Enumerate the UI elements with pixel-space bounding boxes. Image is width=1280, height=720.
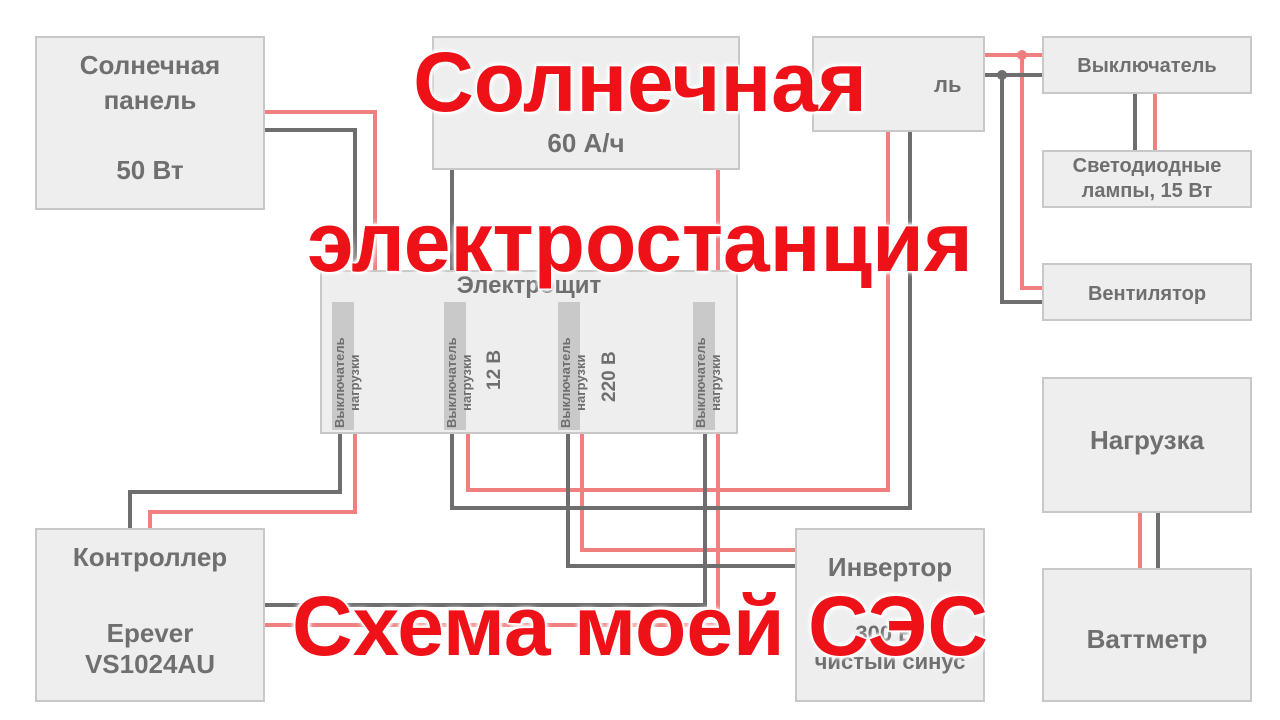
load-block: Нагрузка [1042,377,1252,513]
panel-switch-2-label: Выключатель нагрузки [444,337,474,428]
fuse-label: ль [934,72,962,97]
wire-12v-out-positive [466,130,890,492]
switch-block: Выключатель [1042,36,1252,94]
wire-inverter-positive [580,432,795,552]
inverter-title: Инвертор [827,552,953,582]
panel-switch-3-label: Выключатель нагрузки [558,337,588,428]
load-label: Нагрузка [1089,425,1205,455]
fuse-block: ль [812,36,985,132]
panel-switch-1 [332,302,354,430]
overlay-title-line-2: электростанция [306,195,975,289]
solar-panel-block: Солнечная панель 50 Вт [35,36,265,210]
panel-switch-4-label: Выключатель нагрузки [693,337,723,428]
panel-switch-4 [693,302,715,430]
wire-12v-out-negative [450,130,912,510]
wire-controller-battery-positive [236,432,720,627]
panel-switch-2 [444,302,466,430]
wire-bus-negative [1000,75,1042,304]
wire-controller-positive [148,432,357,530]
junction-negative [997,70,1007,80]
overlay-title-line-1: Солнечная [412,35,869,129]
battery-block: 60 А/ч [432,36,740,170]
junction-dots [997,50,1027,80]
electrical-panel-block: Электрощит Выключатель нагрузки Выключат… [320,270,738,434]
wire-controller-battery-negative [236,432,707,607]
solar-panel-label: Солнечная панель 50 Вт [79,50,221,186]
inverter-block: Инвертор 300 Вт чистый синус [795,528,985,702]
wire-inverter-negative [566,432,795,568]
fan-label: Вентилятор [1087,283,1207,305]
panel-switch-2-voltage: 12 В [484,349,505,390]
led-lamps-label: Светодиодные лампы, 15 Вт [1072,155,1222,202]
panel-switch-1-label: Выключатель нагрузки [332,337,362,428]
controller-block: Контроллер Epever VS1024AU [35,528,265,702]
switch-label: Выключатель [1077,55,1217,77]
positive-wires [148,53,1157,627]
electrical-panel-label: Электрощит [456,272,602,299]
controller-model: Epever VS1024AU [84,618,216,680]
wire-panel-negative [265,128,357,280]
battery-label: 60 А/ч [547,128,625,158]
controller-title: Контроллер [72,542,228,572]
wire-bus-positive [1020,55,1042,290]
led-lamps-block: Светодиодные лампы, 15 Вт [1042,150,1252,208]
wire-controller-negative [128,432,342,530]
panel-switch-3-voltage: 220 В [599,351,620,402]
junction-positive [1017,50,1027,60]
fan-block: Вентилятор [1042,263,1252,321]
overlay-title-line-3: Схема моей СЭС [291,579,990,673]
inverter-subtitle: 300 Вт чистый синус [814,621,966,674]
wire-panel-positive [265,110,377,280]
negative-wires [128,73,1160,607]
wattmeter-label: Ваттметр [1086,624,1208,654]
panel-switch-3 [558,302,580,430]
wattmeter-block: Ваттметр [1042,568,1252,702]
